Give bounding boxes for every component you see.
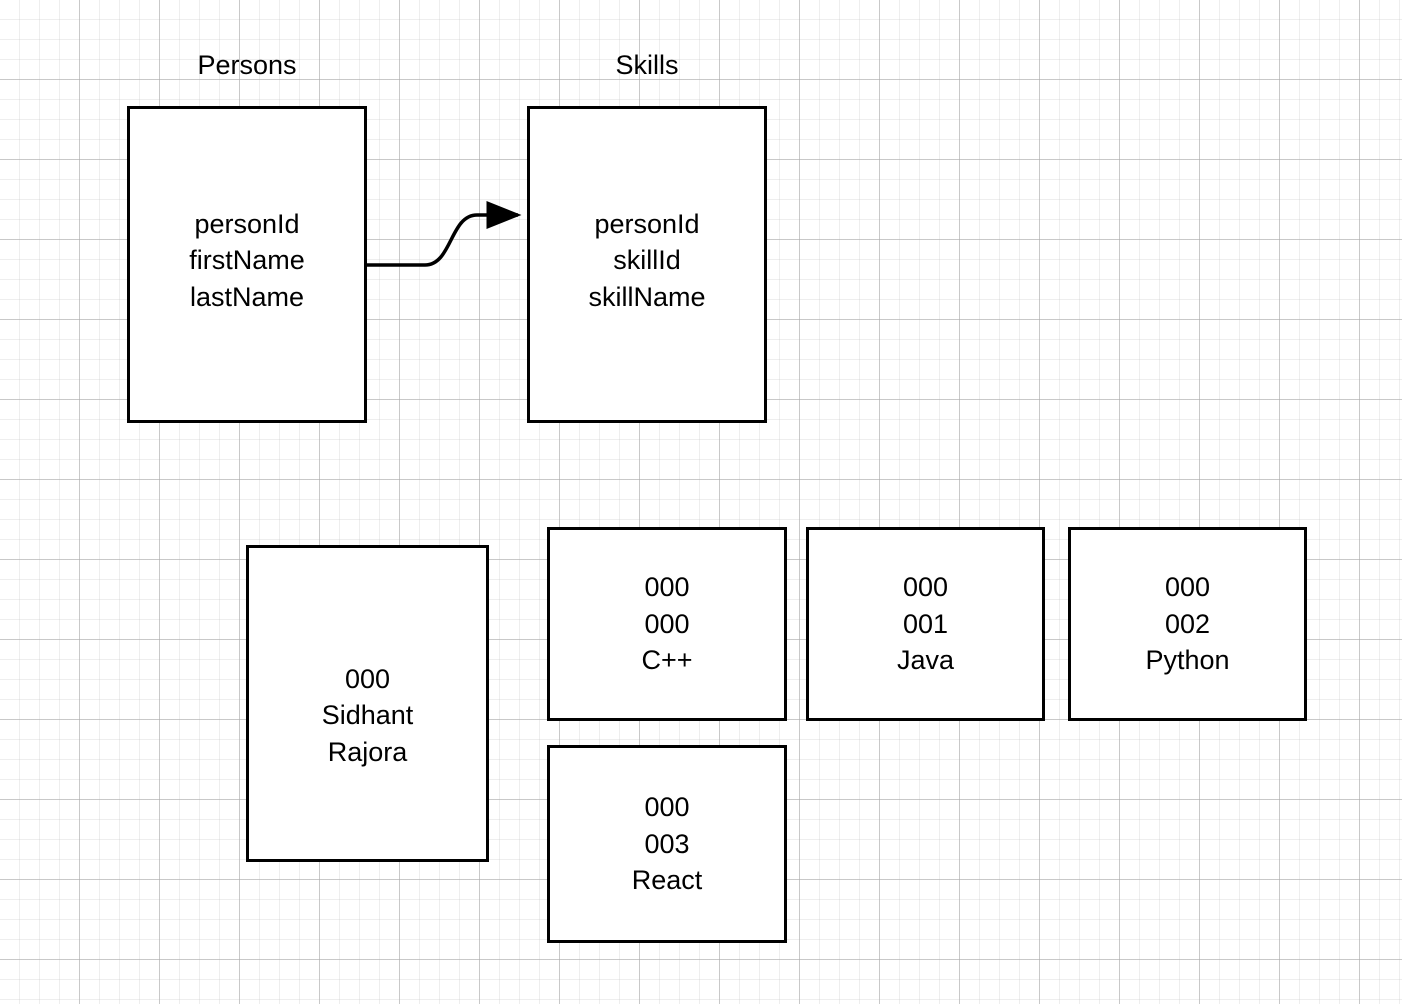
record-box-skill-react[interactable]: 000 003 React xyxy=(547,745,787,943)
record-box-skill-cpp[interactable]: 000 000 C++ xyxy=(547,527,787,721)
record-box-person[interactable]: 000 Sidhant Rajora xyxy=(246,545,489,862)
record-skill-python-lines: 000 002 Python xyxy=(1145,569,1229,678)
record-box-skill-java[interactable]: 000 001 Java xyxy=(806,527,1045,721)
field-skills-skillname: skillName xyxy=(588,281,706,312)
field-skills-skillid: skillId xyxy=(613,245,681,276)
record-skill-cpp-lines: 000 000 C++ xyxy=(641,569,692,678)
record-skill-java-lines: 000 001 Java xyxy=(897,569,954,678)
record-skill-cpp-personid: 000 xyxy=(644,572,690,603)
field-skills-personid: personId xyxy=(594,208,700,239)
entity-title-persons: Persons xyxy=(197,50,297,80)
record-skill-react-lines: 000 003 React xyxy=(632,789,703,898)
entity-box-skills[interactable]: personId skillId skillName xyxy=(527,106,767,423)
record-skill-java-skillname: Java xyxy=(896,645,955,676)
record-skill-java-skillid: 001 xyxy=(902,608,949,639)
field-persons-personid: personId xyxy=(194,208,300,239)
field-list-skills: personId skillId skillName xyxy=(588,206,705,315)
field-persons-firstname: firstName xyxy=(189,245,305,276)
record-skill-react-skillid: 003 xyxy=(644,828,690,859)
record-skill-java-personid: 000 xyxy=(902,572,949,603)
record-skill-python-skillname: Python xyxy=(1145,645,1230,676)
entity-title-skills: Skills xyxy=(615,50,679,80)
record-box-skill-python[interactable]: 000 002 Python xyxy=(1068,527,1307,721)
record-skill-react-personid: 000 xyxy=(644,792,690,823)
record-person-lines: 000 Sidhant Rajora xyxy=(322,661,414,770)
record-skill-cpp-skillname: C++ xyxy=(641,645,693,676)
record-skill-python-personid: 000 xyxy=(1164,572,1211,603)
record-person-lastname: Rajora xyxy=(327,736,408,767)
entity-box-persons[interactable]: personId firstName lastName xyxy=(127,106,367,423)
record-skill-python-skillid: 002 xyxy=(1164,608,1211,639)
record-skill-cpp-skillid: 000 xyxy=(644,608,690,639)
record-skill-react-skillname: React xyxy=(631,865,703,896)
record-person-firstname: Sidhant xyxy=(321,700,414,731)
field-list-persons: personId firstName lastName xyxy=(189,206,305,315)
record-person-id: 000 xyxy=(344,663,391,694)
field-persons-lastname: lastName xyxy=(189,281,305,312)
